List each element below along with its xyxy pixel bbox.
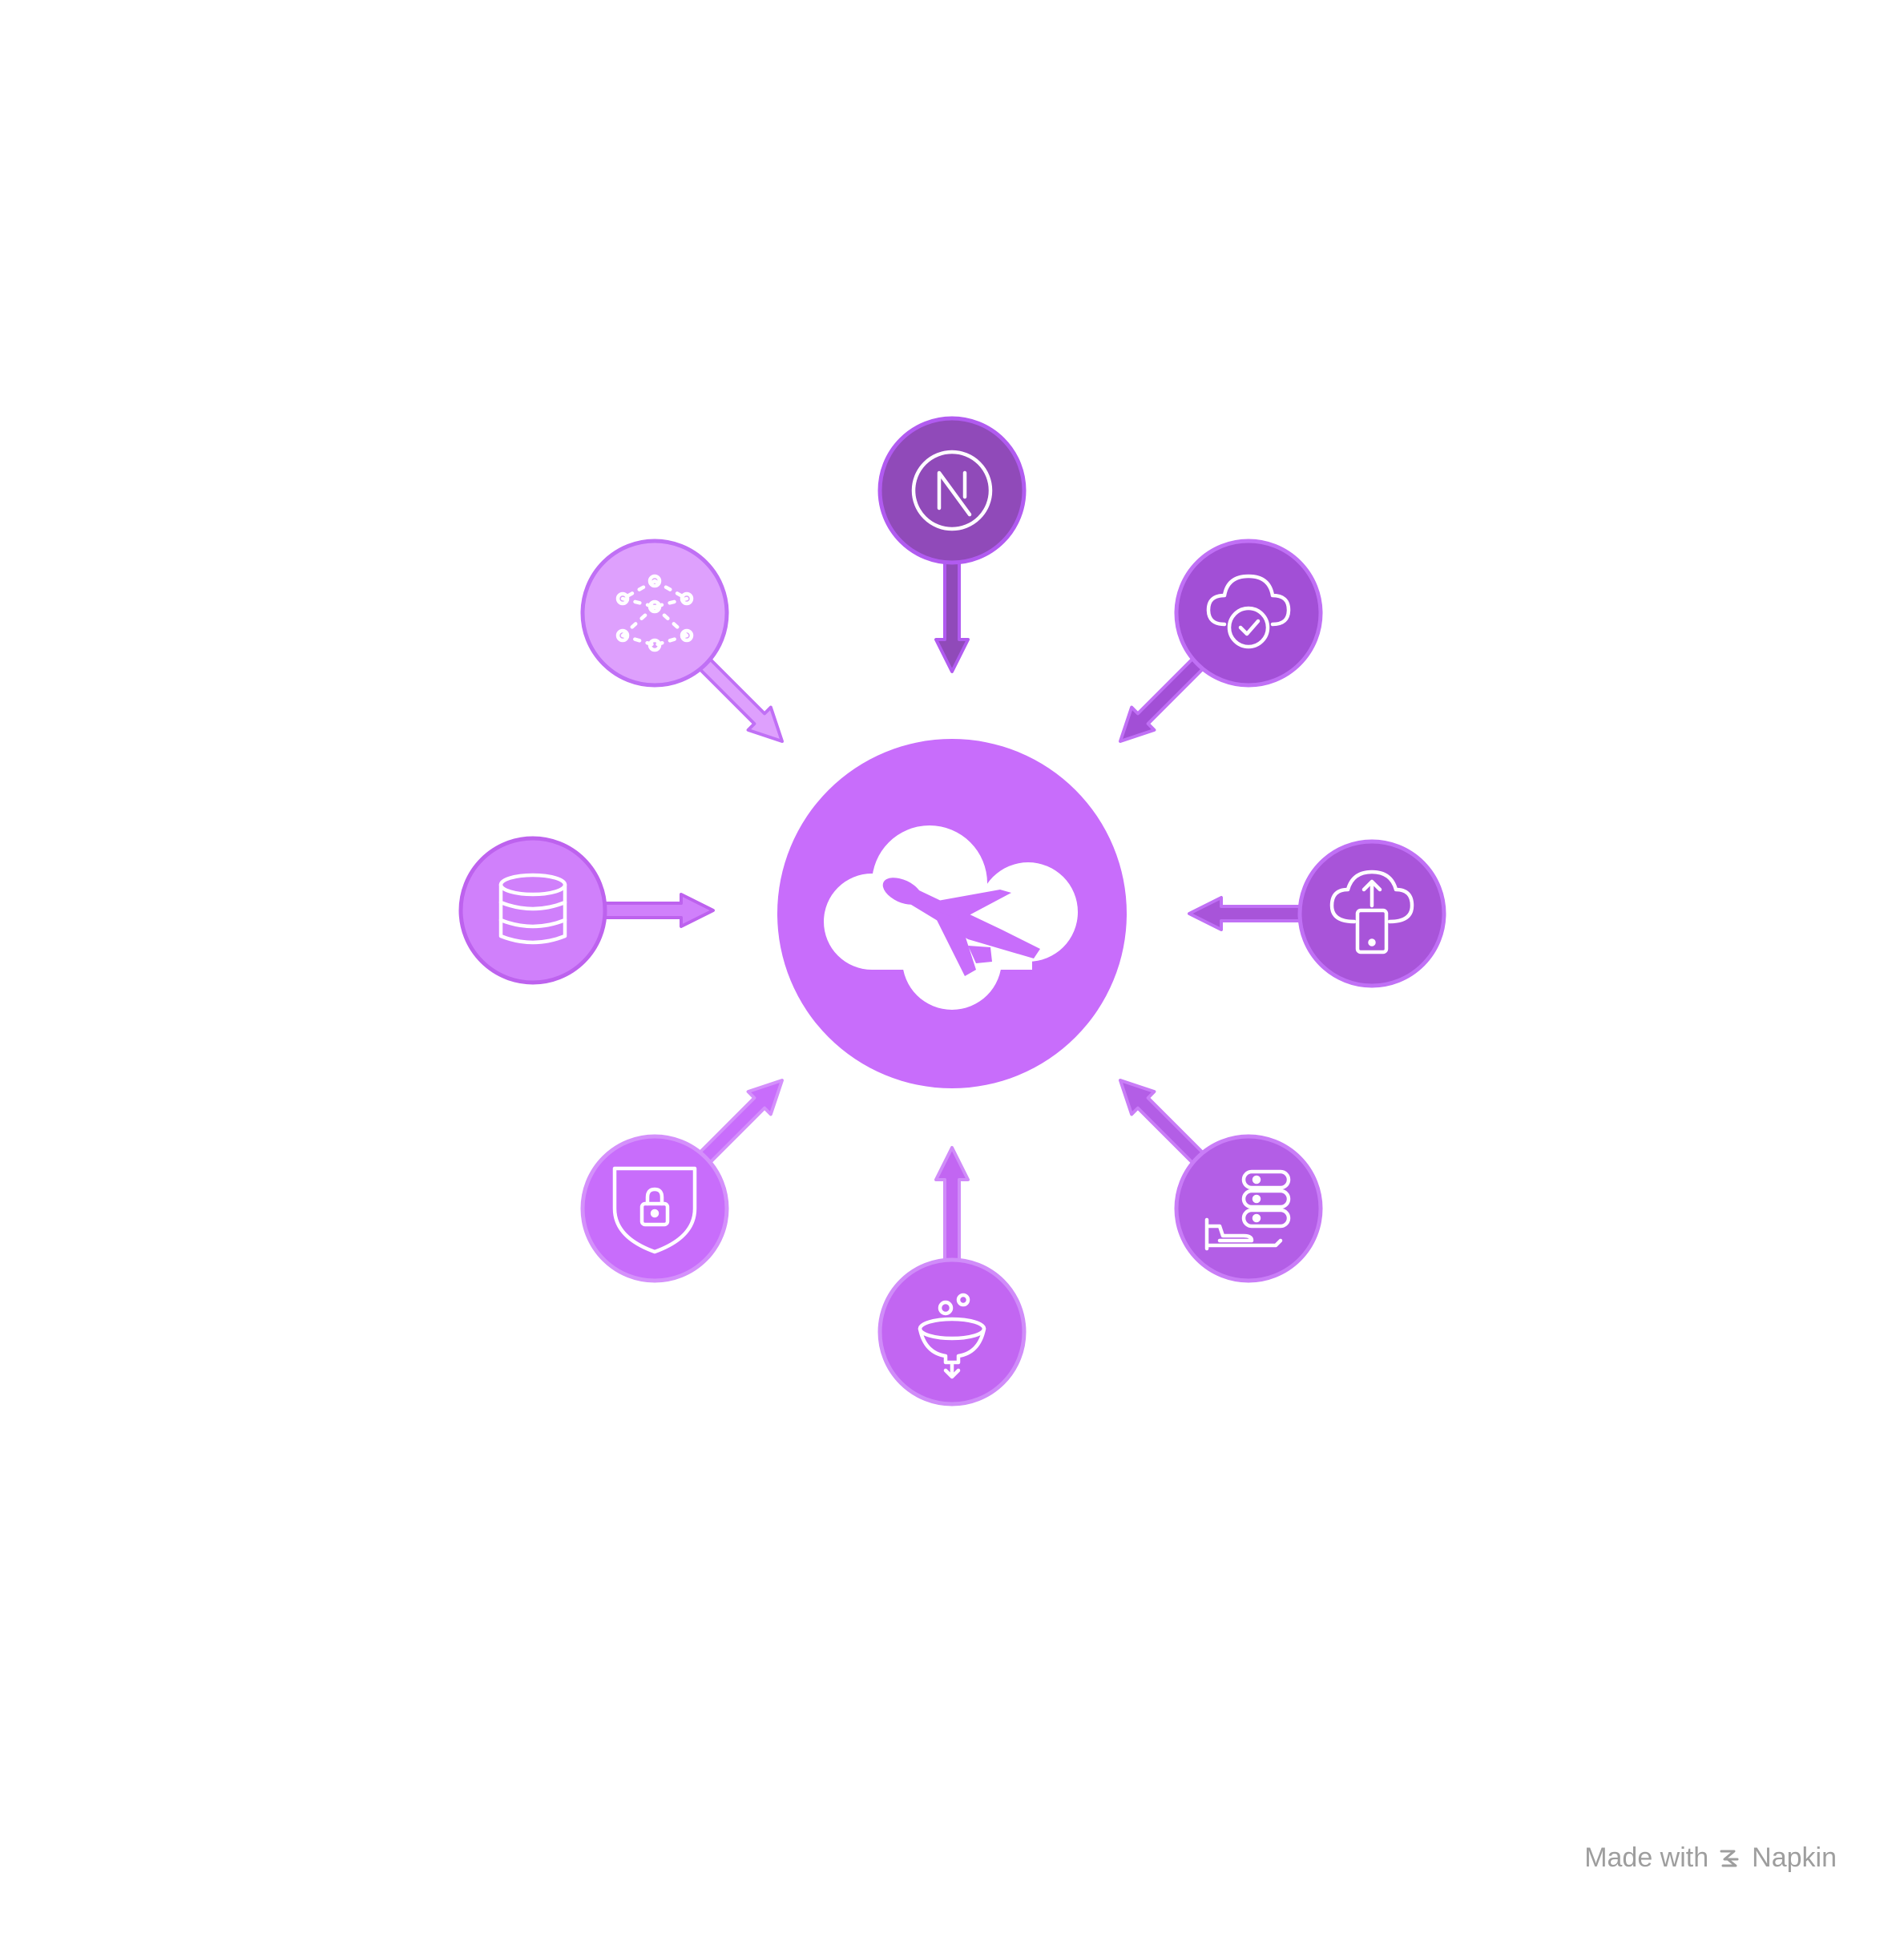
node-bottom-left [580,1134,729,1283]
arrow [696,656,785,744]
server-hand-icon [1204,1169,1291,1251]
node-top [877,416,1027,565]
node-circle [580,1134,729,1283]
watermark-prefix: Made with [1584,1842,1709,1873]
cloud-check-icon [1206,574,1291,649]
node-bottom-right [1174,1134,1323,1283]
arrow [599,893,715,928]
security-shield-lock-icon [612,1166,697,1254]
cloud-airplane-icon [824,825,1078,1010]
arrow [934,1146,970,1265]
hub [777,739,1127,1088]
watermark-brand: Napkin [1752,1842,1837,1873]
arrow [696,1078,785,1166]
arrow [1118,656,1206,744]
arrow [934,551,970,673]
node-top-left [580,539,729,688]
node-circle [877,1257,1027,1406]
arrows-layer [599,551,1301,1265]
arrow [1118,1078,1206,1166]
node-right [1297,839,1446,988]
filter-funnel-icon [918,1293,986,1379]
cloud-upload-phone-icon [1329,870,1414,954]
nodes-layer [458,416,1446,1406]
node-left [458,836,607,985]
node-bottom [877,1257,1027,1406]
napkin-logo-icon [1720,1850,1739,1866]
database-icon [498,873,567,945]
node-circle [1174,539,1323,688]
node-circle [1297,839,1446,988]
network-graph-icon [615,574,694,652]
arrow [1188,896,1301,931]
napkin-watermark: Made with Napkin [1584,1842,1837,1874]
nextjs-logo-icon [911,450,993,531]
node-top-right [1174,539,1323,688]
node-circle [1174,1134,1323,1283]
